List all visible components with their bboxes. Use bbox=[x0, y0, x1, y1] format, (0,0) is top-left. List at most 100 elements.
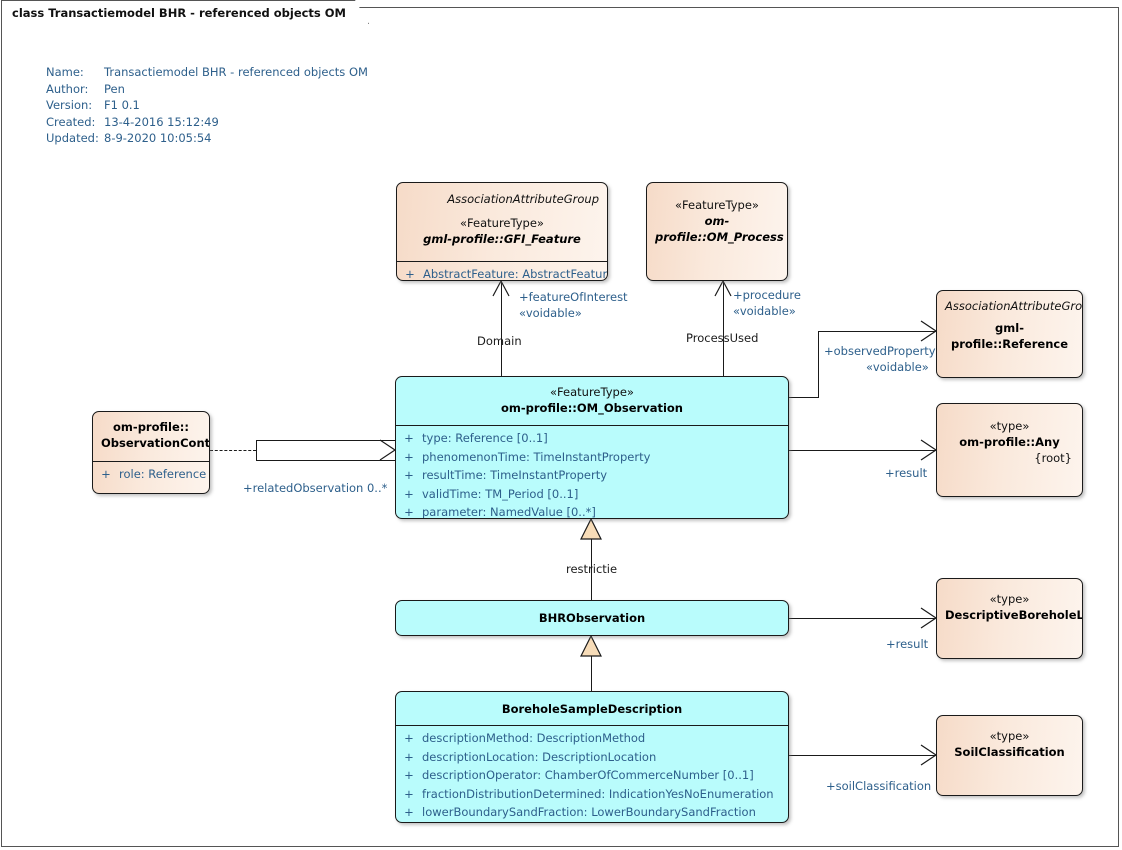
attribute-visibility: + bbox=[404, 731, 414, 745]
metadata-updated-value: 8-9-2020 10:05:54 bbox=[104, 131, 212, 145]
class-gfi-feature-name: gml-profile::GFI_Feature bbox=[423, 232, 581, 246]
metadata-created-value: 13-4-2016 15:12:49 bbox=[104, 114, 219, 129]
label-processused: ProcessUsed bbox=[686, 331, 759, 345]
connector-observedproperty-seg3 bbox=[818, 331, 936, 332]
class-attribute-row: + descriptionMethod: DescriptionMethod bbox=[396, 729, 788, 748]
metadata-author-value: Pen bbox=[104, 81, 125, 96]
class-soil-classification-header: «type» SoilClassification bbox=[937, 716, 1082, 766]
diagram-title-text: class Transactiemodel BHR - referenced o… bbox=[12, 5, 346, 20]
class-bhrobservation-header: BHRObservation bbox=[396, 601, 788, 632]
class-om-observation-stereotype: «FeatureType» bbox=[550, 385, 634, 399]
class-reference-name: gml-profile::Reference bbox=[951, 321, 1068, 351]
connector-soilclassification-line bbox=[789, 755, 936, 756]
attribute-visibility: + bbox=[404, 486, 414, 501]
class-descriptive-borehole-log-stereotype: «type» bbox=[989, 592, 1030, 606]
attribute-text: role: Reference bbox=[119, 467, 207, 481]
class-gfi-feature-header: AssociationAttributeGroup «FeatureType» … bbox=[397, 183, 607, 253]
label-result-log: +result bbox=[886, 637, 929, 651]
attribute-text: descriptionOperator: ChamberOfCommerceNu… bbox=[422, 768, 754, 783]
class-reference-header: AssociationAttributeGroup gml-profile::R… bbox=[937, 291, 1082, 358]
class-any-header: «type» om-profile::Any {root} bbox=[937, 404, 1082, 472]
connector-domain-line bbox=[501, 281, 502, 376]
label-featureofinterest-voidable: «voidable» bbox=[519, 306, 582, 320]
label-result-any: +result bbox=[885, 466, 928, 480]
class-observationcontext-separator bbox=[93, 461, 209, 462]
label-observedproperty: +observedProperty bbox=[824, 344, 936, 358]
metadata-row-version: Version: F1 0.1 bbox=[46, 97, 368, 114]
class-gfi-feature-stereotype: «FeatureType» bbox=[460, 216, 544, 230]
class-soil-classification-stereotype: «type» bbox=[989, 729, 1030, 743]
class-observationcontext-header: om-profile:: ObservationContext bbox=[93, 412, 209, 457]
class-observationcontext-attributes: + role: Reference bbox=[93, 462, 209, 488]
attribute-text: phenomenonTime: TimeInstantProperty bbox=[422, 449, 651, 464]
class-bhrobservation-name: BHRObservation bbox=[538, 611, 646, 625]
attribute-visibility: + bbox=[404, 749, 414, 764]
class-borehole-sample-description-header: BoreholeSampleDescription bbox=[396, 692, 788, 725]
class-om-observation-separator bbox=[396, 425, 788, 426]
class-om-profile-om-process[interactable]: «FeatureType» om-profile::OM_Process bbox=[646, 182, 788, 281]
metadata-row-name: Name: Transactiemodel BHR - referenced o… bbox=[46, 64, 368, 81]
class-gfi-feature-separator bbox=[397, 261, 607, 262]
class-om-profile-om-observation[interactable]: «FeatureType» om-profile::OM_Observation… bbox=[395, 376, 789, 519]
class-reference-group: AssociationAttributeGroup bbox=[945, 299, 1083, 313]
class-attribute-row: + fractionDistributionDetermined: Indica… bbox=[396, 785, 788, 804]
connector-restrictie-line bbox=[591, 519, 592, 600]
metadata-name-value: Transactiemodel BHR - referenced objects… bbox=[104, 65, 368, 79]
class-gml-profile-gfi-feature[interactable]: AssociationAttributeGroup «FeatureType» … bbox=[396, 182, 608, 281]
class-borehole-sample-description-name: BoreholeSampleDescription bbox=[501, 702, 683, 716]
class-descriptive-borehole-log[interactable]: «type» DescriptiveBoreholeLog bbox=[936, 578, 1083, 659]
attribute-visibility: + bbox=[404, 768, 414, 783]
class-attribute-row: + parameter: NamedValue [0..*] bbox=[396, 503, 788, 518]
class-soil-classification-name: SoilClassification bbox=[954, 745, 1065, 759]
connector-relatedobservation-left bbox=[256, 440, 257, 461]
label-featureofinterest: +featureOfInterest bbox=[519, 290, 628, 304]
connector-relatedobservation-dash bbox=[210, 450, 256, 451]
connector-processused-line bbox=[723, 281, 724, 376]
attribute-visibility: + bbox=[404, 805, 414, 820]
connector-result-log-line bbox=[789, 618, 936, 619]
attribute-visibility: + bbox=[101, 467, 111, 481]
class-om-observation-name: om-profile::OM_Observation bbox=[500, 401, 683, 415]
metadata-author-label: Author: bbox=[46, 81, 89, 96]
class-gfi-feature-group: AssociationAttributeGroup bbox=[447, 192, 599, 206]
class-attribute-row: + resultTime: TimeInstantProperty bbox=[396, 466, 788, 485]
class-observationcontext-name-line2: ObservationContext bbox=[101, 436, 210, 450]
class-attribute-row: + AbstractFeature: AbstractFeature bbox=[397, 265, 608, 281]
class-attribute-row: + descriptionLocation: DescriptionLocati… bbox=[396, 748, 788, 767]
class-observationcontext-name-line1: om-profile:: bbox=[113, 420, 189, 434]
attribute-text: fractionDistributionDetermined: Indicati… bbox=[422, 786, 774, 801]
attribute-visibility: + bbox=[405, 267, 415, 281]
metadata-row-author: Author: Pen bbox=[46, 81, 368, 98]
label-domain: Domain bbox=[477, 334, 522, 348]
class-attribute-row: + role: Reference bbox=[93, 465, 209, 484]
class-any-stereotype: «type» bbox=[989, 419, 1030, 433]
class-attribute-row: + descriptionOperator: ChamberOfCommerce… bbox=[396, 766, 788, 785]
label-procedure: +procedure bbox=[733, 288, 801, 302]
attribute-visibility: + bbox=[404, 449, 414, 464]
label-relatedobservation: +relatedObservation 0..* bbox=[243, 481, 388, 495]
class-descriptive-borehole-log-header: «type» DescriptiveBoreholeLog bbox=[937, 579, 1082, 629]
attribute-text: AbstractFeature: AbstractFeature bbox=[423, 267, 608, 281]
metadata-version-value: F1 0.1 bbox=[104, 98, 140, 112]
attribute-text: validTime: TM_Period [0..1] bbox=[422, 486, 579, 501]
class-om-observation-header: «FeatureType» om-profile::OM_Observation bbox=[396, 377, 788, 422]
class-attribute-row: + phenomenonTime: TimeInstantProperty bbox=[396, 448, 788, 467]
class-om-profile-any[interactable]: «type» om-profile::Any {root} bbox=[936, 403, 1083, 497]
class-soil-classification[interactable]: «type» SoilClassification bbox=[936, 715, 1083, 796]
class-gml-profile-reference[interactable]: AssociationAttributeGroup gml-profile::R… bbox=[936, 290, 1083, 378]
attribute-text: resultTime: TimeInstantProperty bbox=[422, 468, 608, 483]
metadata-updated-label: Updated: bbox=[46, 131, 99, 145]
class-borehole-sample-description[interactable]: BoreholeSampleDescription + descriptionM… bbox=[395, 691, 789, 823]
metadata-version-label: Version: bbox=[46, 98, 93, 112]
connector-relatedobservation-top bbox=[256, 440, 395, 441]
class-any-name: om-profile::Any bbox=[959, 435, 1060, 449]
metadata-row-created: Created: 13-4-2016 15:12:49 bbox=[46, 114, 368, 131]
class-gfi-feature-attributes: + AbstractFeature: AbstractFeature bbox=[397, 262, 608, 281]
metadata-name-label: Name: bbox=[46, 65, 84, 79]
class-om-profile-observationcontext[interactable]: om-profile:: ObservationContext + role: … bbox=[92, 411, 210, 494]
class-bhrobservation[interactable]: BHRObservation bbox=[395, 600, 789, 636]
class-attribute-row: + validTime: TM_Period [0..1] bbox=[396, 485, 788, 504]
class-borehole-sample-description-separator bbox=[396, 725, 788, 726]
label-observedproperty-voidable: «voidable» bbox=[866, 360, 929, 374]
